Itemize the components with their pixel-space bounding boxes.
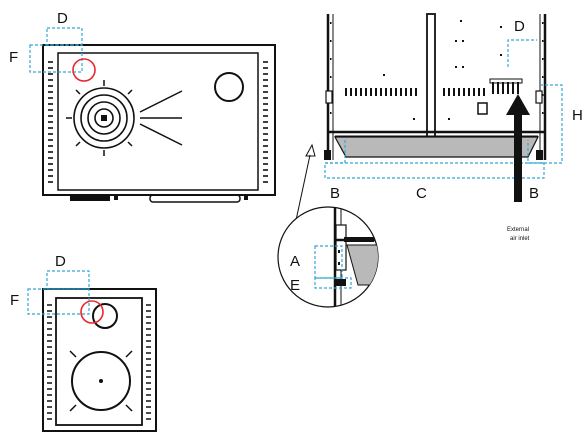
vent-slots-row <box>345 82 519 96</box>
label-D-bottom-left: D <box>55 253 66 270</box>
small-clearance-box-D <box>46 270 90 290</box>
small-square-fitting <box>477 102 488 115</box>
top-dots <box>383 20 502 120</box>
top-view-small-stove: D F <box>10 253 157 432</box>
clearance-box-D-top <box>46 27 83 46</box>
small-stove-hotplate-large <box>71 351 131 411</box>
label-D-right: D <box>514 18 525 35</box>
detail-pointer-head <box>305 143 316 157</box>
small-hotplate <box>214 72 244 102</box>
top-view-large-stove: D F <box>9 10 276 203</box>
small-stove-ticks <box>69 350 133 412</box>
clearance-D-top-right <box>507 39 537 67</box>
heat-lines <box>139 90 183 146</box>
small-stove-hotplate-small <box>92 303 118 329</box>
clearance-H-right <box>540 84 563 164</box>
label-A: A <box>290 253 300 270</box>
hotplate-center <box>101 115 107 121</box>
hotplate-ticks <box>66 80 133 156</box>
small-right-vent-marks <box>146 304 151 420</box>
detail-clearance-E <box>314 277 352 289</box>
label-H-right: H <box>572 107 583 124</box>
label-B-right: B <box>529 185 539 202</box>
hotplate-rings <box>73 87 135 149</box>
small-stove-inner <box>55 297 143 426</box>
label-D-top-left: D <box>57 10 68 27</box>
right-vent-marks <box>263 61 268 183</box>
air-inlet-arrow-head <box>506 94 530 115</box>
detail-magnifier: A E <box>277 206 379 308</box>
gray-front-panel <box>333 136 539 158</box>
side-dots <box>330 22 544 114</box>
small-left-vent-marks <box>47 304 52 420</box>
left-vent-marks <box>48 61 53 183</box>
label-F-bottom-left: F <box>10 292 19 309</box>
air-inlet-label-line2: air inlet <box>510 236 530 242</box>
insert-front-view: External air inlet D H B C B <box>294 13 583 242</box>
label-B-left: B <box>330 185 340 202</box>
corner-highlight-circle <box>72 58 96 82</box>
bottom-handle-bar <box>70 194 248 203</box>
label-E: E <box>290 277 300 294</box>
label-C: C <box>416 185 427 202</box>
label-F-top-left: F <box>9 49 18 66</box>
detail-pointer-line <box>294 154 311 226</box>
flue-pipe <box>426 13 436 143</box>
air-inlet-label-line1: External <box>507 227 529 233</box>
detail-clearance-A <box>314 245 343 279</box>
small-stove-hotplate-center <box>99 379 103 383</box>
stove-top-inner <box>57 52 259 191</box>
small-clearance-box-F <box>27 288 90 315</box>
small-corner-highlight-circle <box>80 300 104 324</box>
